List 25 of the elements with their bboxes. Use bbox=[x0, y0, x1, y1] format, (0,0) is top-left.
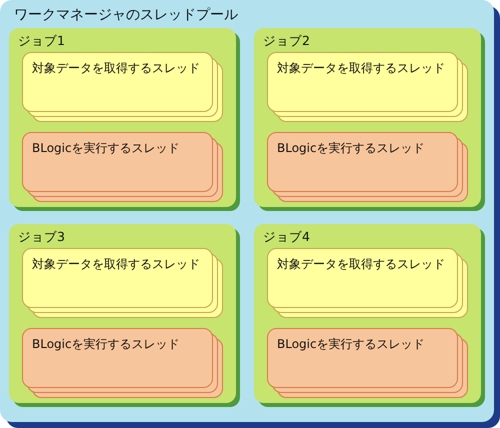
pool-title: ワークマネージャのスレッドプール bbox=[14, 7, 238, 24]
thread-label: 対象データを取得するスレッド bbox=[277, 257, 445, 272]
thread-label: 対象データを取得するスレッド bbox=[32, 257, 200, 272]
thread-label: BLogicを実行するスレッド bbox=[32, 141, 180, 156]
thread-card-stack bbox=[22, 328, 224, 399]
thread-card-stack bbox=[267, 132, 469, 203]
thread-label: BLogicを実行するスレッド bbox=[32, 337, 180, 352]
job-title: ジョブ4 bbox=[263, 229, 310, 244]
job-title: ジョブ3 bbox=[18, 229, 65, 244]
job-title: ジョブ1 bbox=[18, 33, 65, 48]
thread-label: 対象データを取得するスレッド bbox=[32, 61, 200, 76]
job-panel bbox=[254, 224, 485, 407]
thread-card-stack bbox=[22, 52, 224, 123]
thread-label: 対象データを取得するスレッド bbox=[277, 61, 445, 76]
thread-label: BLogicを実行するスレッド bbox=[277, 141, 425, 156]
job-title: ジョブ2 bbox=[263, 33, 310, 48]
thread-card-stack bbox=[267, 248, 469, 319]
thread-label: BLogicを実行するスレッド bbox=[277, 337, 425, 352]
job-panel bbox=[9, 224, 240, 407]
job-panel bbox=[9, 28, 240, 211]
thread-card-stack bbox=[22, 132, 224, 203]
thread-card-stack bbox=[22, 248, 224, 319]
job-panel bbox=[254, 28, 485, 211]
thread-card-stack bbox=[267, 52, 469, 123]
thread-card-stack bbox=[267, 328, 469, 399]
